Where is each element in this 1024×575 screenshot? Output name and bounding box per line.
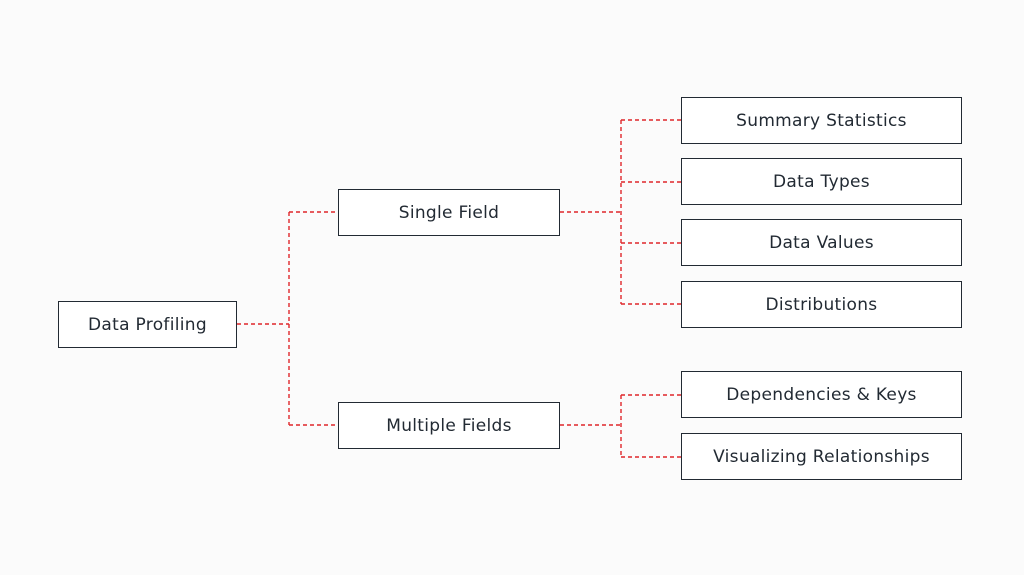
node-label: Multiple Fields	[386, 415, 512, 436]
node-single-field: Single Field	[338, 189, 560, 236]
node-label: Summary Statistics	[736, 110, 907, 131]
node-label: Data Profiling	[88, 314, 207, 335]
node-label: Visualizing Relationships	[713, 446, 930, 467]
node-data-values: Data Values	[681, 219, 962, 266]
node-label: Distributions	[765, 294, 878, 315]
node-distributions: Distributions	[681, 281, 962, 328]
node-label: Data Values	[769, 232, 874, 253]
node-data-profiling: Data Profiling	[58, 301, 237, 348]
node-data-types: Data Types	[681, 158, 962, 205]
connector-multi-to-children	[560, 394, 681, 458]
node-label: Single Field	[398, 202, 500, 223]
node-label: Data Types	[773, 171, 870, 192]
connector-root-to-branches	[237, 211, 338, 426]
node-label: Dependencies & Keys	[726, 384, 917, 405]
connector-single-to-children	[560, 119, 681, 305]
node-dependencies-keys: Dependencies & Keys	[681, 371, 962, 418]
node-summary-statistics: Summary Statistics	[681, 97, 962, 144]
node-visualizing-relationships: Visualizing Relationships	[681, 433, 962, 480]
node-multiple-fields: Multiple Fields	[338, 402, 560, 449]
